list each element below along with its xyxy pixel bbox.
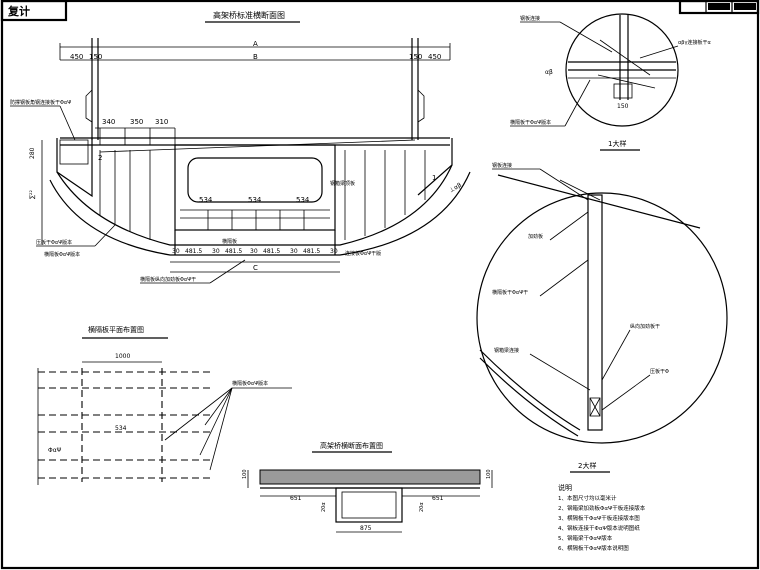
detail-1-dim-left: αβ — [545, 69, 553, 76]
notes-heading: 说明 — [558, 483, 572, 492]
notes-block: 说明 1、本图尺寸均以毫米计 2、钢箱梁加劲板ΦαΨ干板连接版本 3、横隔板干Φ… — [558, 483, 646, 552]
dim-C: C — [253, 264, 258, 272]
bottom-4815-a: 481.5 — [185, 248, 202, 255]
notes-line-5: 5、钢箱梁干ΦαΨ版本 — [558, 534, 613, 542]
plan-dim-mid: 534 — [115, 425, 127, 432]
small-section: 高架桥横断面布置图 100 100 651 651 875 20α 20α — [242, 441, 493, 533]
title-block-right — [678, 0, 760, 15]
bottom-30-d: 30 — [290, 248, 298, 255]
detail-2-callout-e: 钢箱梁连接 — [494, 347, 519, 354]
note-left-bottom: 横隔板ΦαΨ版本 — [44, 251, 80, 258]
dim-150-right: 150 — [409, 53, 422, 61]
dim-A: A — [253, 40, 258, 48]
note-bottom-center: 横隔板纵向加劲板ΦαΨ干 — [140, 276, 196, 283]
detail-2-callout-f: 压板干Φ — [650, 368, 669, 375]
main-cross-section: 高架桥标准横断面图 A B 450 150 150 450 340 350 31… — [10, 10, 471, 284]
plan-left-note: ΦαΨ — [48, 447, 62, 454]
bottom-30-c: 30 — [250, 248, 258, 255]
detail-2-callout-a: 钢板连接 — [492, 162, 512, 169]
dim-350: 350 — [130, 118, 143, 126]
dim-B: B — [253, 53, 258, 61]
plan-title: 横隔板平面布置图 — [88, 325, 144, 334]
bottom-4815-b: 481.5 — [225, 248, 242, 255]
label-2: 2 — [98, 154, 102, 162]
plan-view: 横隔板平面布置图 1000 534 ΦαΨ 横隔板ΦαΨ版本 — [37, 325, 292, 485]
detail-1: 钢板连接 αβγ连接板干α 横隔板干ΦαΨ版本 150 αβ 1大样 — [510, 13, 711, 151]
bottom-4815-d: 481.5 — [303, 248, 320, 255]
detail-1-callout-top: 钢板连接 — [520, 15, 540, 22]
detail-2-callout-b: 加劲板 — [528, 233, 543, 240]
detail-1-callout-bottom: 横隔板干ΦαΨ版本 — [510, 119, 551, 126]
plan-dim-top: 1000 — [115, 353, 130, 360]
detail-2-callout-c: 横隔板干ΦαΨ干 — [492, 289, 528, 296]
small-web-left: 20α — [321, 502, 327, 512]
detail-1-dim-150: 150 — [617, 103, 629, 110]
bottom-30-b: 30 — [212, 248, 220, 255]
tag-label: 复计 — [7, 4, 30, 18]
dim-534-b: 534 — [248, 196, 262, 204]
note-right-mid: 钢箱梁顶板 — [330, 180, 355, 187]
small-section-title: 高架桥横断面布置图 — [320, 441, 383, 450]
detail-2-label: 2大样 — [578, 461, 596, 470]
notes-line-1: 1、本图尺寸均以毫米计 — [558, 494, 617, 502]
left-dim-a: ∑²² — [29, 190, 36, 199]
small-dim-bottom: 875 — [360, 525, 372, 532]
main-section-title: 高架桥标准横断面图 — [213, 10, 285, 20]
note-center-mid: 横隔板 — [222, 238, 237, 245]
detail-1-callout-right: αβγ连接板干α — [678, 39, 711, 46]
notes-line-3: 3、横隔板干ΦαΨ干板连接版本图 — [558, 514, 640, 522]
notes-line-6: 6、横隔板干ΦαΨ版本说明图 — [558, 544, 629, 552]
detail-2: 钢板连接 加劲板 横隔板干ΦαΨ干 纵向加劲板干 钢箱梁连接 压板干Φ 2大样 — [476, 162, 728, 473]
note-left-mid: 压板干ΦαΨ版本 — [36, 239, 72, 246]
small-dim-651-left: 651 — [290, 495, 302, 502]
small-dim-651-right: 651 — [432, 495, 444, 502]
detail-2-callout-d: 纵向加劲板干 — [630, 323, 660, 330]
small-web-right: 20α — [419, 502, 425, 512]
note-left-top: 防撑钢板角钢连接板干ΦαΨ — [10, 99, 71, 106]
notes-line-2: 2、钢箱梁加劲板ΦαΨ干板连接版本 — [558, 504, 646, 512]
label-1: 1 — [432, 174, 436, 182]
left-dim-280: 280 — [29, 147, 36, 159]
small-dim-left-vert: 100 — [242, 469, 248, 479]
dim-310: 310 — [155, 118, 168, 126]
dim-534-a: 534 — [199, 196, 213, 204]
dim-450-right: 450 — [428, 53, 441, 61]
bottom-30-e: 30 — [330, 248, 338, 255]
notes-line-4: 4、钢板连接干ΦαΨ版本说明图纸 — [558, 524, 640, 532]
bottom-4815-c: 481.5 — [263, 248, 280, 255]
dim-450-left: 450 — [70, 53, 83, 61]
right-dim: ⊥αβ — [448, 182, 463, 195]
plan-callout: 横隔板ΦαΨ版本 — [232, 380, 268, 387]
dim-534-c: 534 — [296, 196, 310, 204]
note-right-low: 连接板ΦαΨ干版 — [345, 250, 381, 257]
bottom-30-a: 30 — [172, 248, 180, 255]
dim-150-left: 150 — [89, 53, 102, 61]
dim-340: 340 — [102, 118, 115, 126]
small-dim-right-vert: 100 — [486, 469, 492, 479]
tag-box — [0, 0, 68, 22]
detail-1-label: 1大样 — [608, 139, 626, 148]
